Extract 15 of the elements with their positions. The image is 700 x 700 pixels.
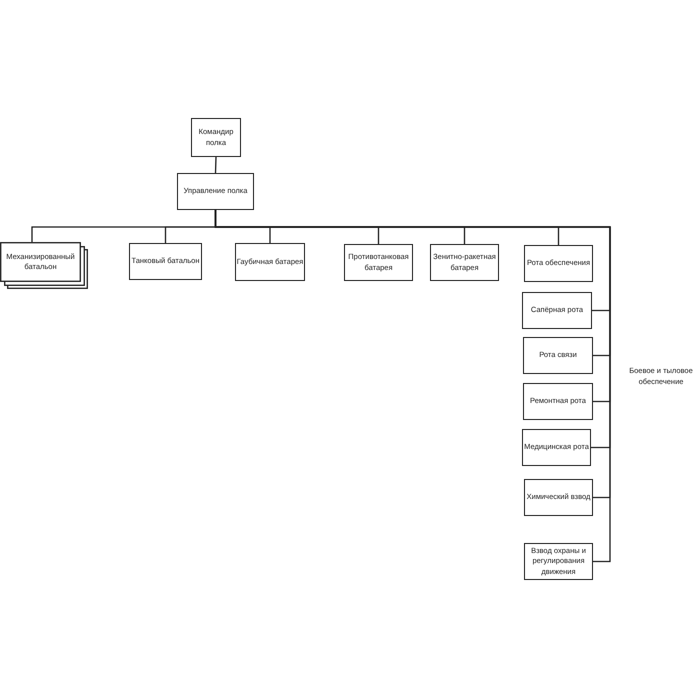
- unit-box: [524, 479, 593, 516]
- connector-line: [214, 156, 217, 174]
- unit-box: [129, 243, 202, 280]
- unit-box: [523, 383, 593, 420]
- unit-box: [235, 243, 305, 281]
- unit-box: [177, 173, 254, 210]
- unit-box: [524, 543, 593, 580]
- unit-box: [191, 118, 241, 157]
- unit-box: [344, 244, 413, 281]
- unit-box: [523, 337, 593, 374]
- unit-box: [524, 245, 593, 282]
- unit-box: [522, 429, 591, 466]
- unit-box: [430, 244, 499, 281]
- stacked-unit-box: [0, 242, 89, 290]
- unit-box: [522, 292, 592, 329]
